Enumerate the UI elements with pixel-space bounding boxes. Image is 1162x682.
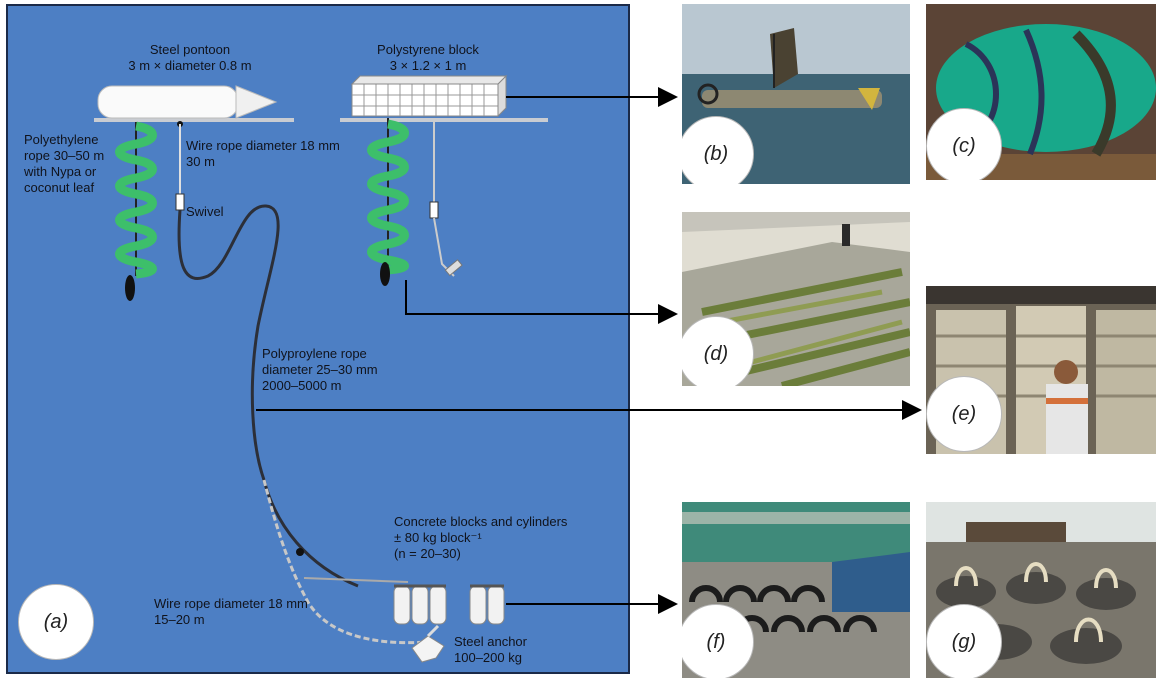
photo-label-f: (f) [682, 604, 754, 678]
wire-rope-right [429, 118, 463, 277]
tie-line [303, 577, 409, 583]
label-wire-rope-bottom: Wire rope diameter 18 mm 15–20 m [154, 596, 308, 627]
photo-d-coconut-leaves: (d) [682, 212, 910, 386]
concrete-cylinders [393, 584, 505, 625]
leaf-coil-left [115, 121, 157, 301]
label-steel-pontoon: Steel pontoon 3 m × diameter 0.8 m [128, 42, 252, 73]
wire-rope-left [175, 121, 185, 211]
photo-label-c: (c) [926, 108, 1002, 180]
polypropylene-rope [177, 204, 359, 588]
panel-a-schematic: Steel pontoon 3 m × diameter 0.8 m Polys… [6, 4, 630, 674]
photo-f-concrete-blocks: (f) [682, 502, 910, 678]
photo-label-e: (e) [926, 376, 1002, 452]
label-wire-rope-top: Wire rope diameter 18 mm 30 m [186, 138, 340, 169]
photo-b-buoy-at-sea: (b) [682, 4, 910, 184]
photo-label-d: (d) [682, 316, 754, 386]
surface-line-left [94, 118, 294, 122]
rope-connector [296, 548, 304, 556]
steel-anchor-shape [411, 624, 445, 663]
polystyrene-block-shape [350, 74, 508, 118]
photo-g-concrete-cylinders: (g) [926, 502, 1156, 678]
photo-label-b: (b) [682, 116, 754, 184]
label-polypropylene-rope: Polyproylene rope diameter 25–30 mm 2000… [262, 346, 378, 393]
steel-pontoon-shape [97, 85, 278, 119]
panel-label-a: (a) [18, 584, 94, 660]
photo-c-net-roll: (c) [926, 4, 1156, 180]
label-steel-anchor: Steel anchor 100–200 kg [454, 634, 527, 665]
arrow-to-d [405, 280, 678, 324]
photo-e-rope-stacks: (e) [926, 286, 1156, 454]
label-polyethylene-rope: Polyethylene rope 30–50 m with Nypa or c… [24, 132, 105, 195]
label-concrete-blocks: Concrete blocks and cylinders ± 80 kg bl… [394, 514, 568, 561]
photo-label-g: (g) [926, 604, 1002, 678]
label-swivel: Swivel [186, 204, 224, 219]
label-polystyrene-block: Polystyrene block 3 × 1.2 × 1 m [377, 42, 479, 73]
wire-rope-lower [262, 479, 429, 645]
surface-line-right [340, 118, 548, 122]
mooring-diagram [94, 74, 548, 663]
leaf-coil-right [367, 118, 409, 286]
